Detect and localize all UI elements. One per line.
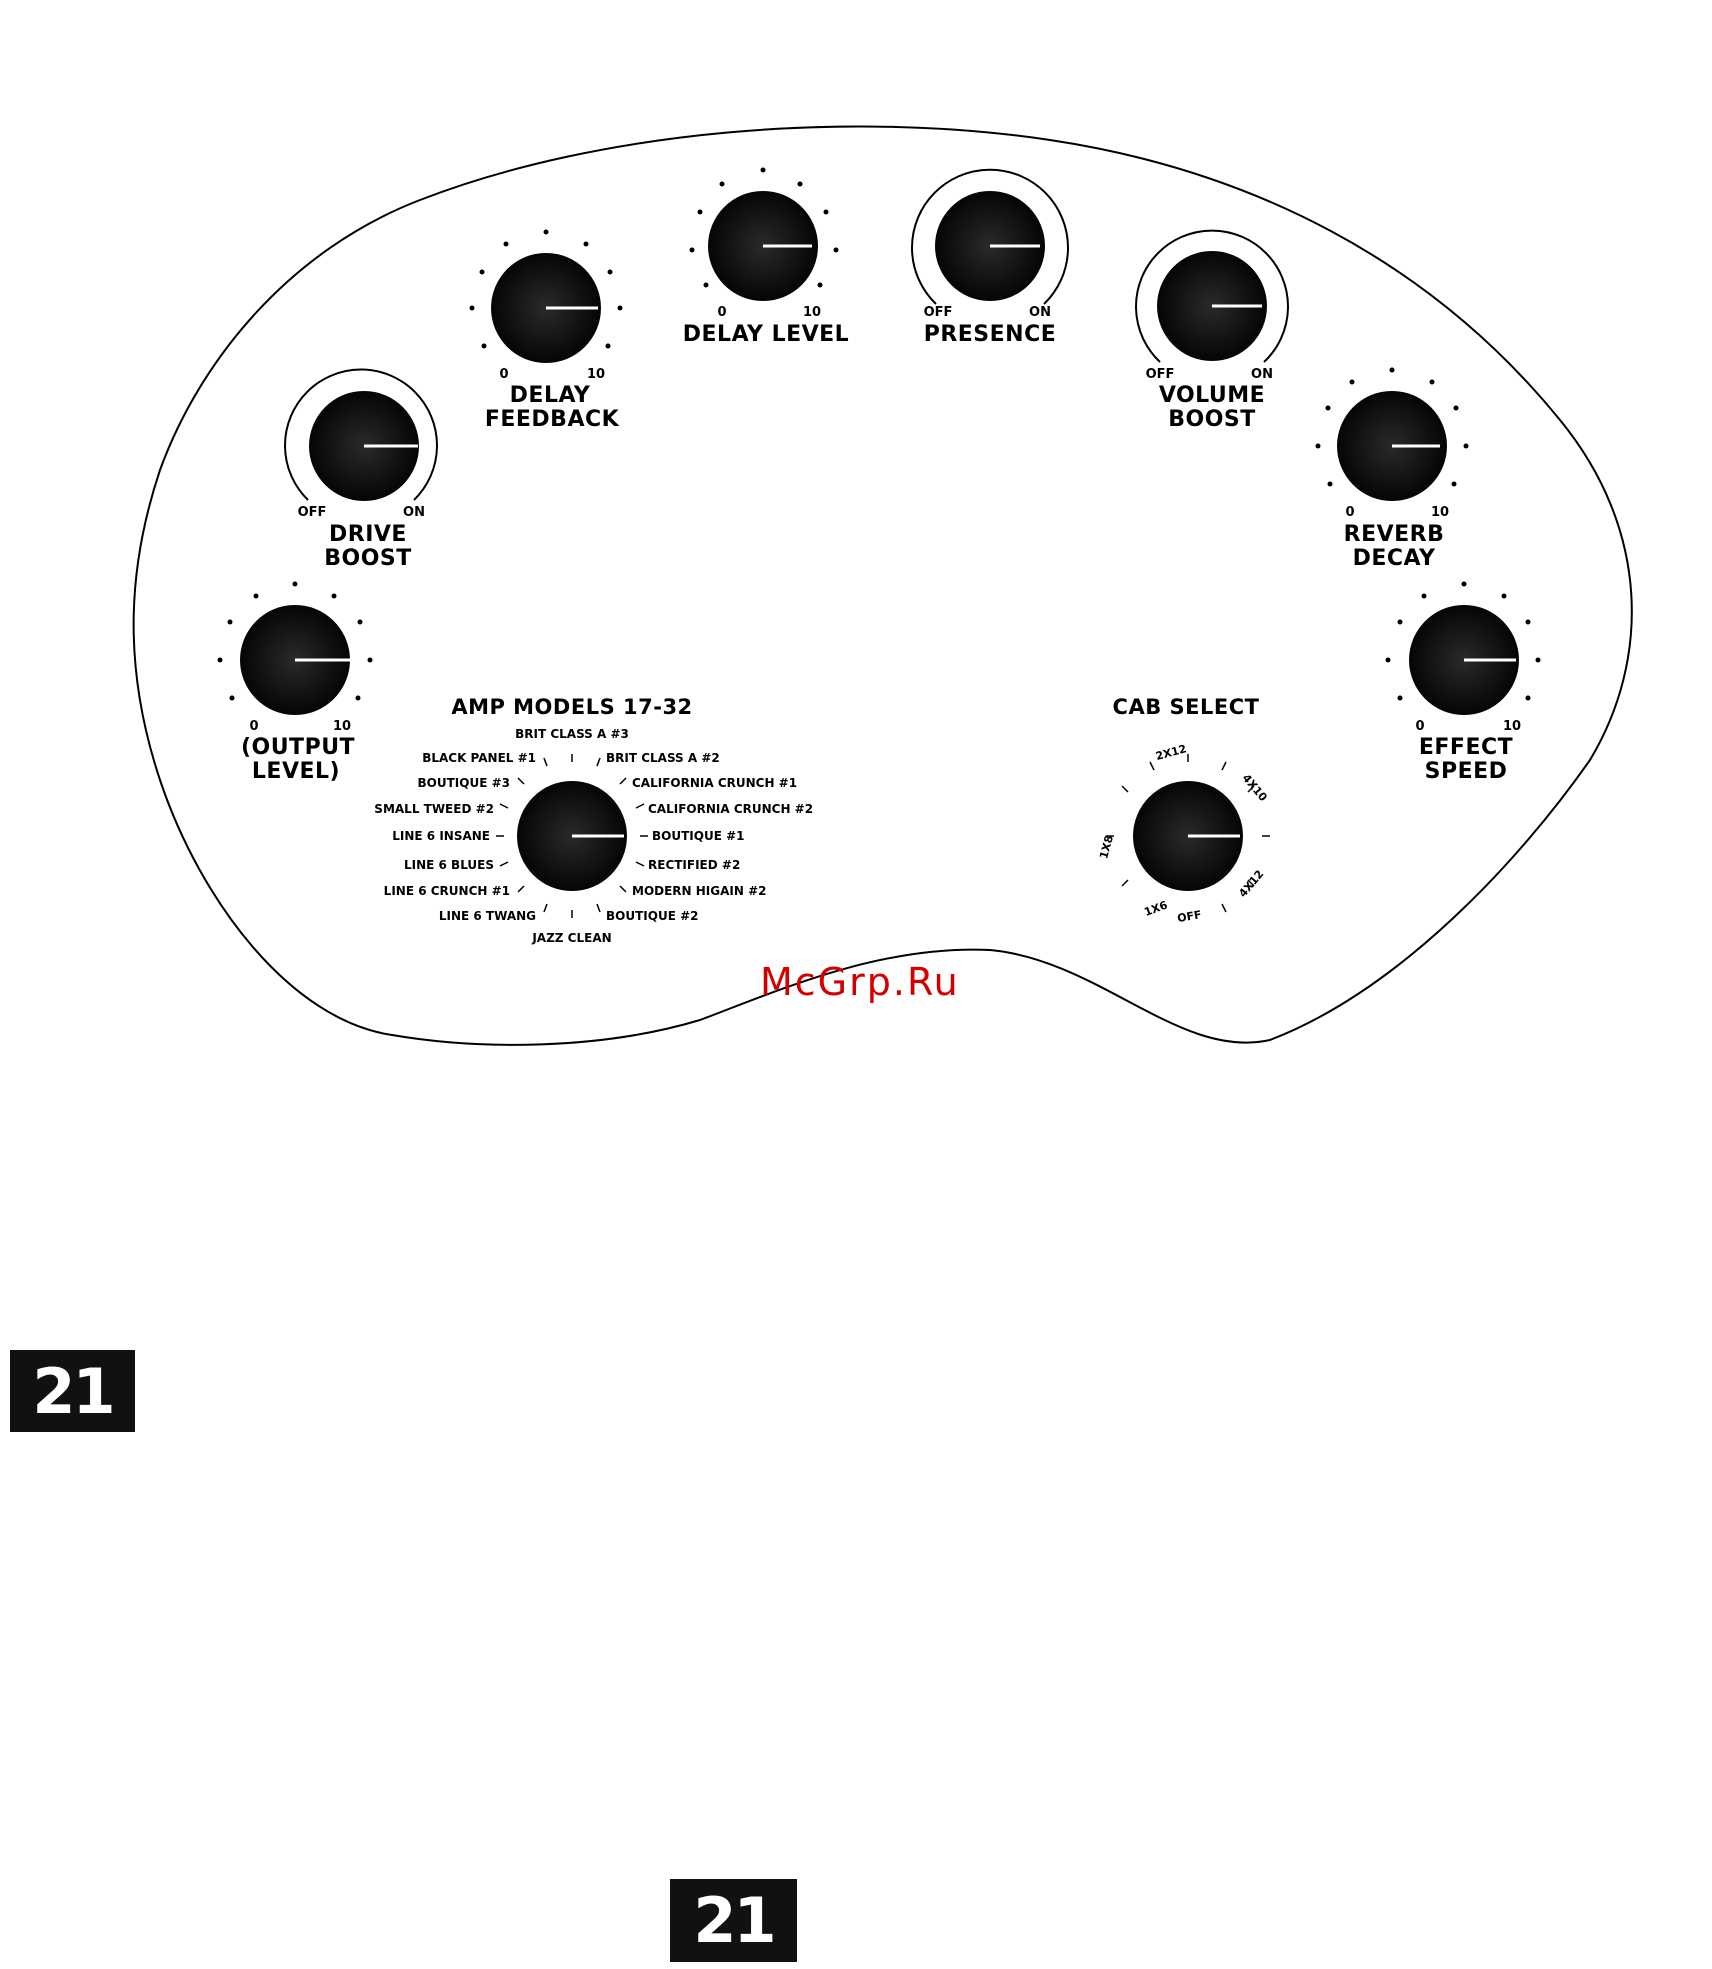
cab-option: 1X6 (1142, 898, 1169, 918)
delay-level-max-label: 10 (803, 305, 821, 320)
effect-speed-knob[interactable] (1409, 605, 1519, 715)
amp-model-option: SMALL TWEED #2 (374, 802, 494, 816)
amp-model-option: CALIFORNIA CRUNCH #1 (632, 776, 797, 790)
cab-select-title: CAB SELECT (1113, 695, 1260, 719)
page-number-badge: 21 (10, 1350, 135, 1432)
amp-models-ticks (496, 754, 648, 918)
drive-boost-title-line2: BOOST (324, 546, 412, 571)
volume-boost-max-label: ON (1251, 367, 1273, 382)
amp-model-option: BOUTIQUE #2 (606, 909, 698, 923)
effect-speed-scale-dots (1385, 581, 1541, 701)
cab-option: OFF (1176, 908, 1202, 925)
delay-feedback-control: 0 10 DELAY FEEDBACK (469, 229, 623, 432)
delay-feedback-max-label: 10 (587, 367, 605, 382)
reverb-decay-max-label: 10 (1431, 505, 1449, 520)
amp-model-option: RECTIFIED #2 (648, 858, 740, 872)
delay-feedback-knob[interactable] (491, 253, 601, 363)
output-level-scale-dots (217, 581, 373, 701)
presence-arc (911, 168, 1069, 305)
delay-level-scale-dots (689, 167, 839, 288)
cab-option: 4X10 (1240, 772, 1270, 805)
watermark-text: McGrp.Ru (760, 960, 960, 1004)
delay-feedback-title-line1: DELAY (510, 383, 591, 408)
presence-max-label: ON (1029, 305, 1051, 320)
amp-models-title: AMP MODELS 17-32 (451, 695, 692, 719)
drive-boost-arc (284, 368, 438, 501)
output-level-max-label: 10 (333, 719, 351, 734)
delay-level-min-label: 0 (717, 305, 726, 320)
output-level-title-line2: LEVEL) (252, 759, 340, 784)
cab-option: 1X8 (1097, 834, 1116, 860)
drive-boost-knob[interactable] (309, 391, 419, 501)
page-number-text: 21 (693, 1884, 776, 1957)
amp-model-option: BRIT CLASS A #2 (606, 751, 720, 765)
cab-option: 4X12 (1236, 868, 1266, 900)
effect-speed-min-label: 0 (1415, 719, 1424, 734)
drive-boost-min-label: OFF (298, 505, 327, 520)
delay-feedback-scale-dots (469, 229, 623, 349)
volume-boost-control: OFF ON VOLUME BOOST (1135, 229, 1289, 432)
amp-model-option: BOUTIQUE #1 (652, 829, 744, 843)
amp-model-option: LINE 6 TWANG (439, 909, 536, 923)
effect-speed-control: 0 10 EFFECT SPEED (1385, 581, 1541, 784)
presence-control: OFF ON PRESENCE (911, 168, 1069, 347)
amp-model-option: BOUTIQUE #3 (418, 776, 510, 790)
delay-level-title: DELAY LEVEL (683, 322, 849, 347)
volume-boost-title-line1: VOLUME (1159, 383, 1265, 408)
amp-models-control: AMP MODELS 17-32 BRIT CLASS A #3 BRIT (374, 695, 813, 945)
volume-boost-knob[interactable] (1157, 251, 1267, 361)
reverb-decay-knob[interactable] (1337, 391, 1447, 501)
amp-model-option: LINE 6 CRUNCH #1 (384, 884, 510, 898)
cab-select-ticks (1106, 754, 1270, 913)
delay-level-knob[interactable] (708, 191, 818, 301)
amp-model-option: JAZZ CLEAN (531, 931, 611, 945)
output-level-knob[interactable] (240, 605, 350, 715)
presence-knob[interactable] (935, 191, 1045, 301)
drive-boost-max-label: ON (403, 505, 425, 520)
presence-min-label: OFF (924, 305, 953, 320)
amp-model-option: CALIFORNIA CRUNCH #2 (648, 802, 813, 816)
delay-level-control: 0 10 DELAY LEVEL (683, 167, 849, 347)
cab-select-control: CAB SELECT 1X8 2X12 4X10 4X12 OFF 1X6 (1097, 695, 1270, 925)
panel-outline (132, 125, 1633, 1046)
delay-feedback-min-label: 0 (499, 367, 508, 382)
reverb-decay-control: 0 10 REVERB DECAY (1315, 367, 1469, 571)
amp-model-option: LINE 6 INSANE (392, 829, 490, 843)
output-level-min-label: 0 (249, 719, 258, 734)
effect-speed-max-label: 10 (1503, 719, 1521, 734)
output-level-title-line1: (OUTPUT (241, 735, 355, 760)
cab-select-knob[interactable] (1133, 781, 1243, 891)
amp-model-option: LINE 6 BLUES (404, 858, 494, 872)
cab-option: 2X12 (1154, 742, 1188, 763)
effect-speed-title-line2: SPEED (1425, 759, 1508, 784)
presence-title: PRESENCE (924, 322, 1057, 347)
drive-boost-title-line1: DRIVE (329, 522, 407, 547)
output-level-control: 0 10 (OUTPUT LEVEL) (217, 581, 373, 784)
page-number-text: 21 (32, 1354, 115, 1428)
amp-model-option: BLACK PANEL #1 (422, 751, 536, 765)
effect-speed-title-line1: EFFECT (1419, 735, 1513, 760)
reverb-decay-title-line2: DECAY (1353, 546, 1436, 571)
page-number-badge: 21 (670, 1879, 797, 1962)
amp-model-option: BRIT CLASS A #3 (515, 727, 629, 741)
reverb-decay-min-label: 0 (1345, 505, 1354, 520)
volume-boost-title-line2: BOOST (1168, 407, 1256, 432)
drive-boost-control: OFF ON DRIVE BOOST (284, 368, 438, 571)
volume-boost-arc (1135, 229, 1289, 363)
delay-feedback-title-line2: FEEDBACK (485, 407, 620, 432)
reverb-decay-scale-dots (1315, 367, 1469, 487)
reverb-decay-title-line1: REVERB (1344, 522, 1445, 547)
amp-models-knob[interactable] (517, 781, 627, 891)
volume-boost-min-label: OFF (1146, 367, 1175, 382)
amp-model-option: MODERN HIGAIN #2 (632, 884, 767, 898)
